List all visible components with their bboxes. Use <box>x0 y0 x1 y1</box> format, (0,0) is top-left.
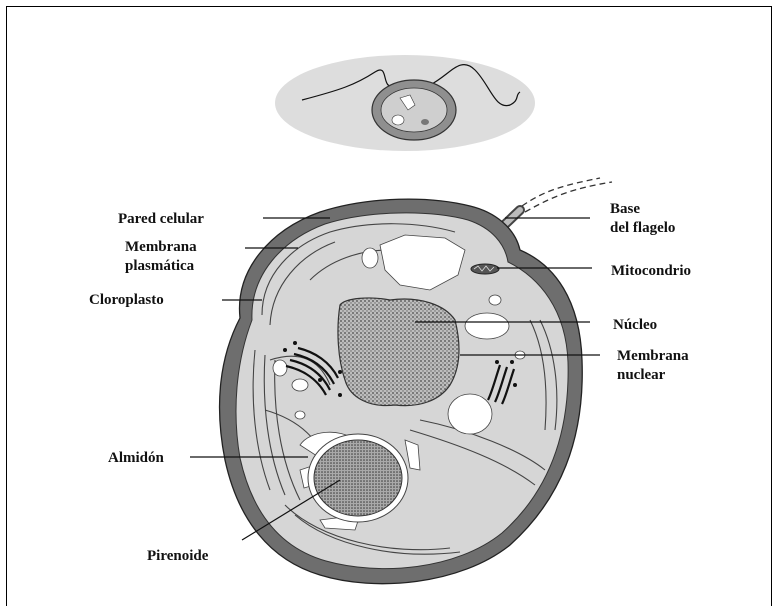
label-base-flagelo-line1: Base <box>610 201 640 217</box>
label-cloroplasto: Cloroplasto <box>89 292 164 308</box>
label-membrana-plasmatica-line2: plasmática <box>125 258 195 274</box>
label-membrana-nuclear-line2: nuclear <box>617 367 666 383</box>
label-membrana-nuclear-line1: Membrana <box>617 348 689 364</box>
label-pared-celular: Pared celular <box>118 211 204 227</box>
overview-cell-illustration <box>275 55 535 151</box>
main-cell <box>220 199 583 584</box>
label-mitocondrio: Mitocondrio <box>611 263 691 279</box>
label-pirenoide: Pirenoide <box>147 548 209 564</box>
label-almidon: Almidón <box>108 450 165 466</box>
mitochondrion <box>471 264 499 274</box>
nucleus <box>338 298 459 406</box>
label-nucleo: Núcleo <box>613 317 657 333</box>
label-base-flagelo-line2: del flagelo <box>610 220 675 236</box>
label-membrana-plasmatica-line1: Membrana <box>125 239 197 255</box>
